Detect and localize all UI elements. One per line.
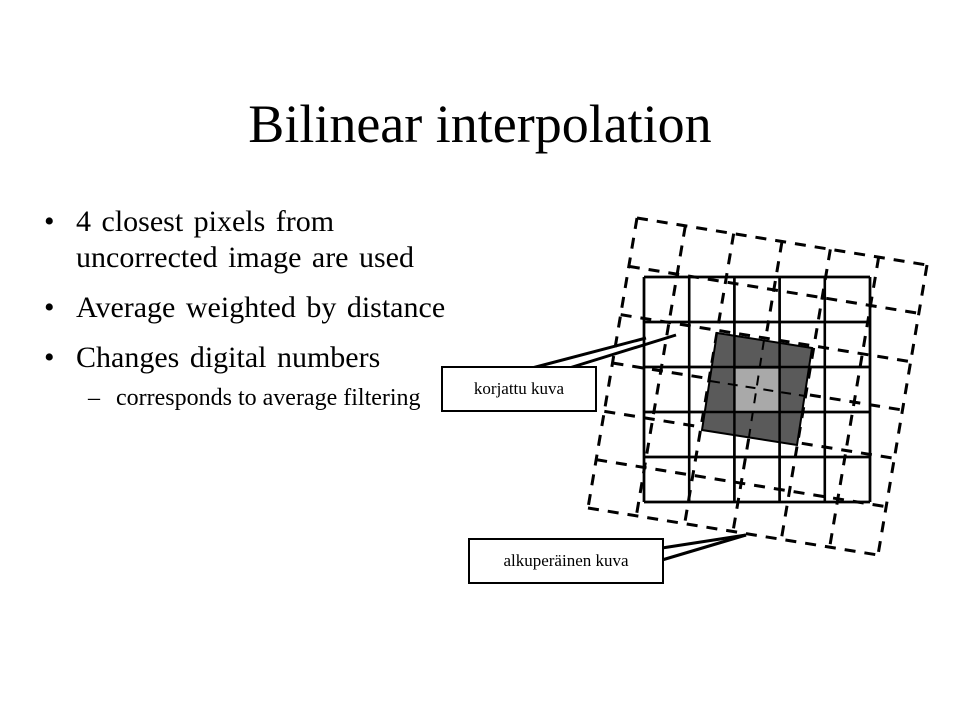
bullet-item: • Average weighted by distance [44,290,464,326]
bullet-text: 4 closest pixels from uncorrected image … [76,205,414,274]
sub-bullet-marker: – [88,385,100,411]
bullet-marker: • [44,205,55,238]
bullet-list: • 4 closest pixels from uncorrected imag… [44,204,464,412]
sub-bullet-item: – corresponds to average filtering [44,384,464,412]
bullet-item: • Changes digital numbers [44,340,464,376]
grid-line [709,380,806,397]
corrected-grid-overlay [642,275,872,504]
grid-line [748,339,765,438]
original-image-callout: alkuperäinen kuva [468,538,664,584]
slide-title: Bilinear interpolation [248,94,712,154]
grid-line [587,506,879,557]
grid-line [876,264,929,556]
bullet-text: Average weighted by distance [76,291,446,324]
callout-leader-alkuperainen [661,533,747,562]
corrected-image-callout: korjattu kuva [441,366,597,412]
callout-leader-korjattu [531,333,677,371]
bullet-item: • 4 closest pixels from uncorrected imag… [44,204,464,276]
sub-bullet-text: corresponds to average filtering [116,385,421,411]
bullet-marker: • [44,341,55,374]
bullet-text: Changes digital numbers [76,341,381,374]
grid-line [595,458,887,509]
bullet-marker: • [44,291,55,324]
